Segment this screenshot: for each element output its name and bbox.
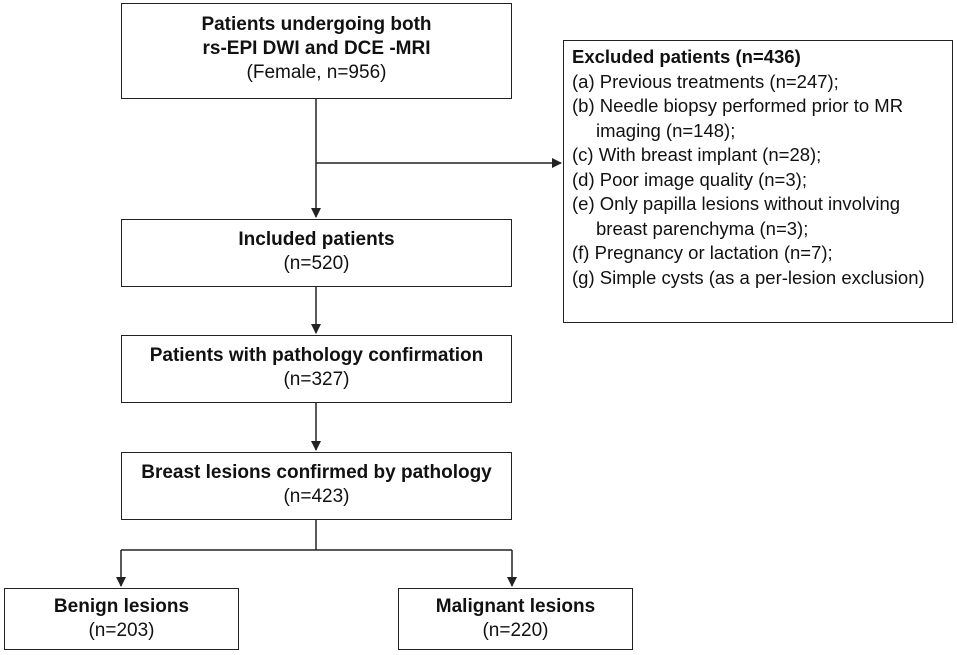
malignant-title: Malignant lesions xyxy=(435,596,596,617)
lesions-count: (n=423) xyxy=(283,486,350,507)
excluded-reason-d: (d) Poor image quality (n=3); xyxy=(572,168,807,190)
box-patients-undergoing: Patients undergoing both rs-EPI DWI and … xyxy=(121,3,512,99)
excluded-title: Excluded patients (n=436) xyxy=(572,46,801,67)
excluded-reason-g: (g) Simple cysts (as a per-lesion exclus… xyxy=(572,266,925,288)
start-line3: (Female, n=956) xyxy=(246,62,387,83)
benign-count: (n=203) xyxy=(88,620,155,641)
excluded-reason-a: (a) Previous treatments (n=247); xyxy=(572,70,839,92)
excluded-reason-c: (c) With breast implant (n=28); xyxy=(572,144,822,165)
included-title: Included patients xyxy=(238,229,395,250)
box-benign-lesions: Benign lesions (n=203) xyxy=(4,588,239,650)
malignant-count: (n=220) xyxy=(482,620,549,641)
lesions-title: Breast lesions confirmed by pathology xyxy=(141,462,492,483)
excluded-reason-f: (f) Pregnancy or lactation (n=7); xyxy=(572,242,833,263)
excluded-reason-e: (e) Only papilla lesions without involvi… xyxy=(572,193,901,239)
excluded-reason-b: (b) Needle biopsy performed prior to MR … xyxy=(572,95,904,141)
start-line2: rs-EPI DWI and DCE -MRI xyxy=(202,38,431,59)
box-included-patients: Included patients (n=520) xyxy=(121,219,512,287)
pathology-title: Patients with pathology confirmation xyxy=(149,345,484,366)
benign-title: Benign lesions xyxy=(53,596,190,617)
included-count: (n=520) xyxy=(283,253,350,274)
box-pathology-confirmation: Patients with pathology confirmation (n=… xyxy=(121,335,512,403)
start-line1: Patients undergoing both xyxy=(201,14,432,35)
box-breast-lesions: Breast lesions confirmed by pathology (n… xyxy=(121,452,512,520)
box-malignant-lesions: Malignant lesions (n=220) xyxy=(398,588,633,650)
box-excluded-patients: Excluded patients (n=436) (a) Previous t… xyxy=(563,40,953,323)
pathology-count: (n=327) xyxy=(283,369,350,390)
